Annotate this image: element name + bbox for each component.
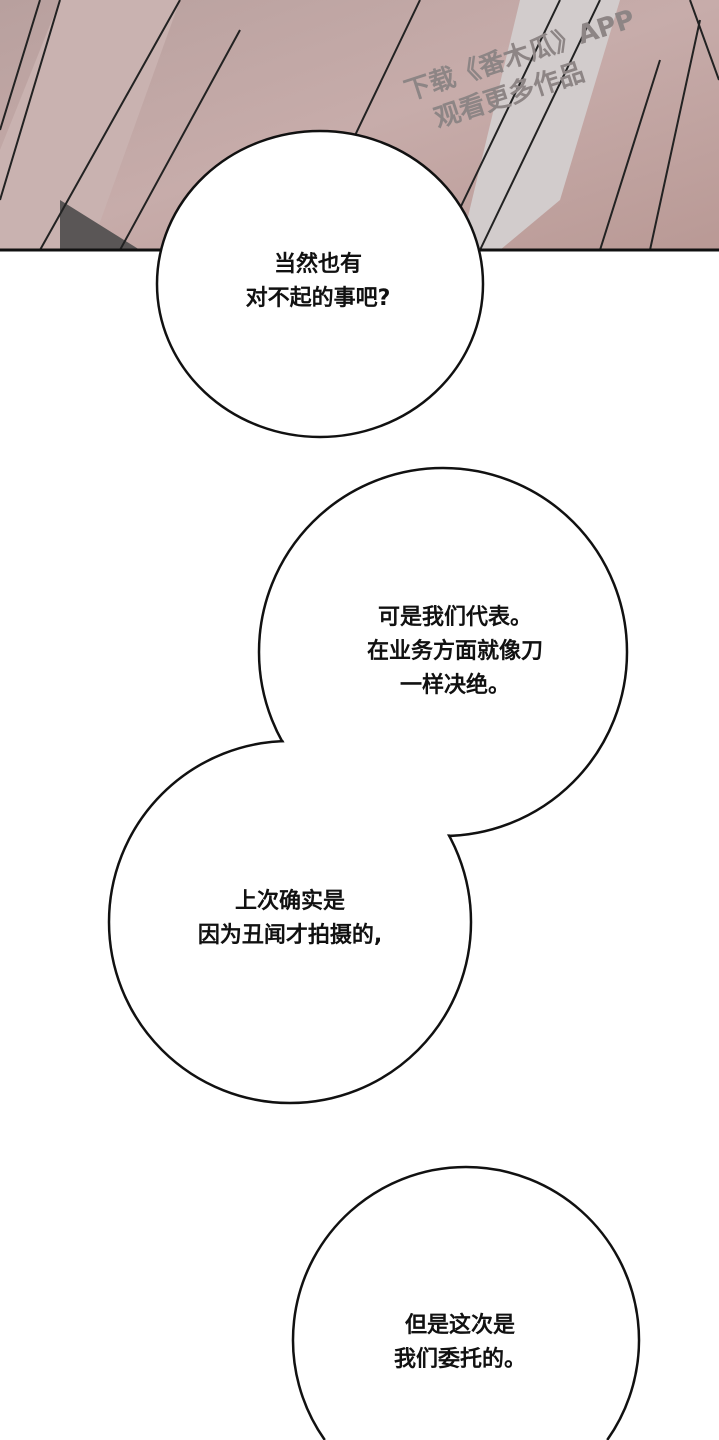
bubble-line: 但是这次是 [404, 1313, 516, 1338]
speech-bubble-2-shape [107, 466, 629, 1105]
bubble-line: 因为丑闻才拍摄的, [197, 923, 383, 948]
top-panel-art: 下载《番木瓜》APP 观看更多作品 [0, 0, 719, 252]
speech-bubble-2-text: 可是我们代表。 在业务方面就像刀 一样决绝。 [367, 601, 543, 703]
speech-bubble-3-shape [291, 1165, 641, 1440]
speech-bubble-1-text: 当然也有 对不起的事吧? [246, 248, 391, 316]
bubble-line: 当然也有 [273, 252, 363, 277]
speech-bubble-1-shape [155, 129, 485, 439]
bubble-line: 上次确实是 [234, 889, 346, 914]
bubble-line: 对不起的事吧? [245, 286, 391, 311]
bubble-line: 一样决绝。 [399, 673, 511, 698]
bubble-line: 在业务方面就像刀 [366, 639, 544, 664]
bubble-line: 我们委托的。 [393, 1347, 527, 1372]
speech-bubble-3-text: 上次确实是 因为丑闻才拍摄的, [198, 885, 382, 953]
speech-bubble-4-text: 但是这次是 我们委托的。 [394, 1309, 526, 1377]
bubble-line: 可是我们代表。 [377, 605, 533, 630]
